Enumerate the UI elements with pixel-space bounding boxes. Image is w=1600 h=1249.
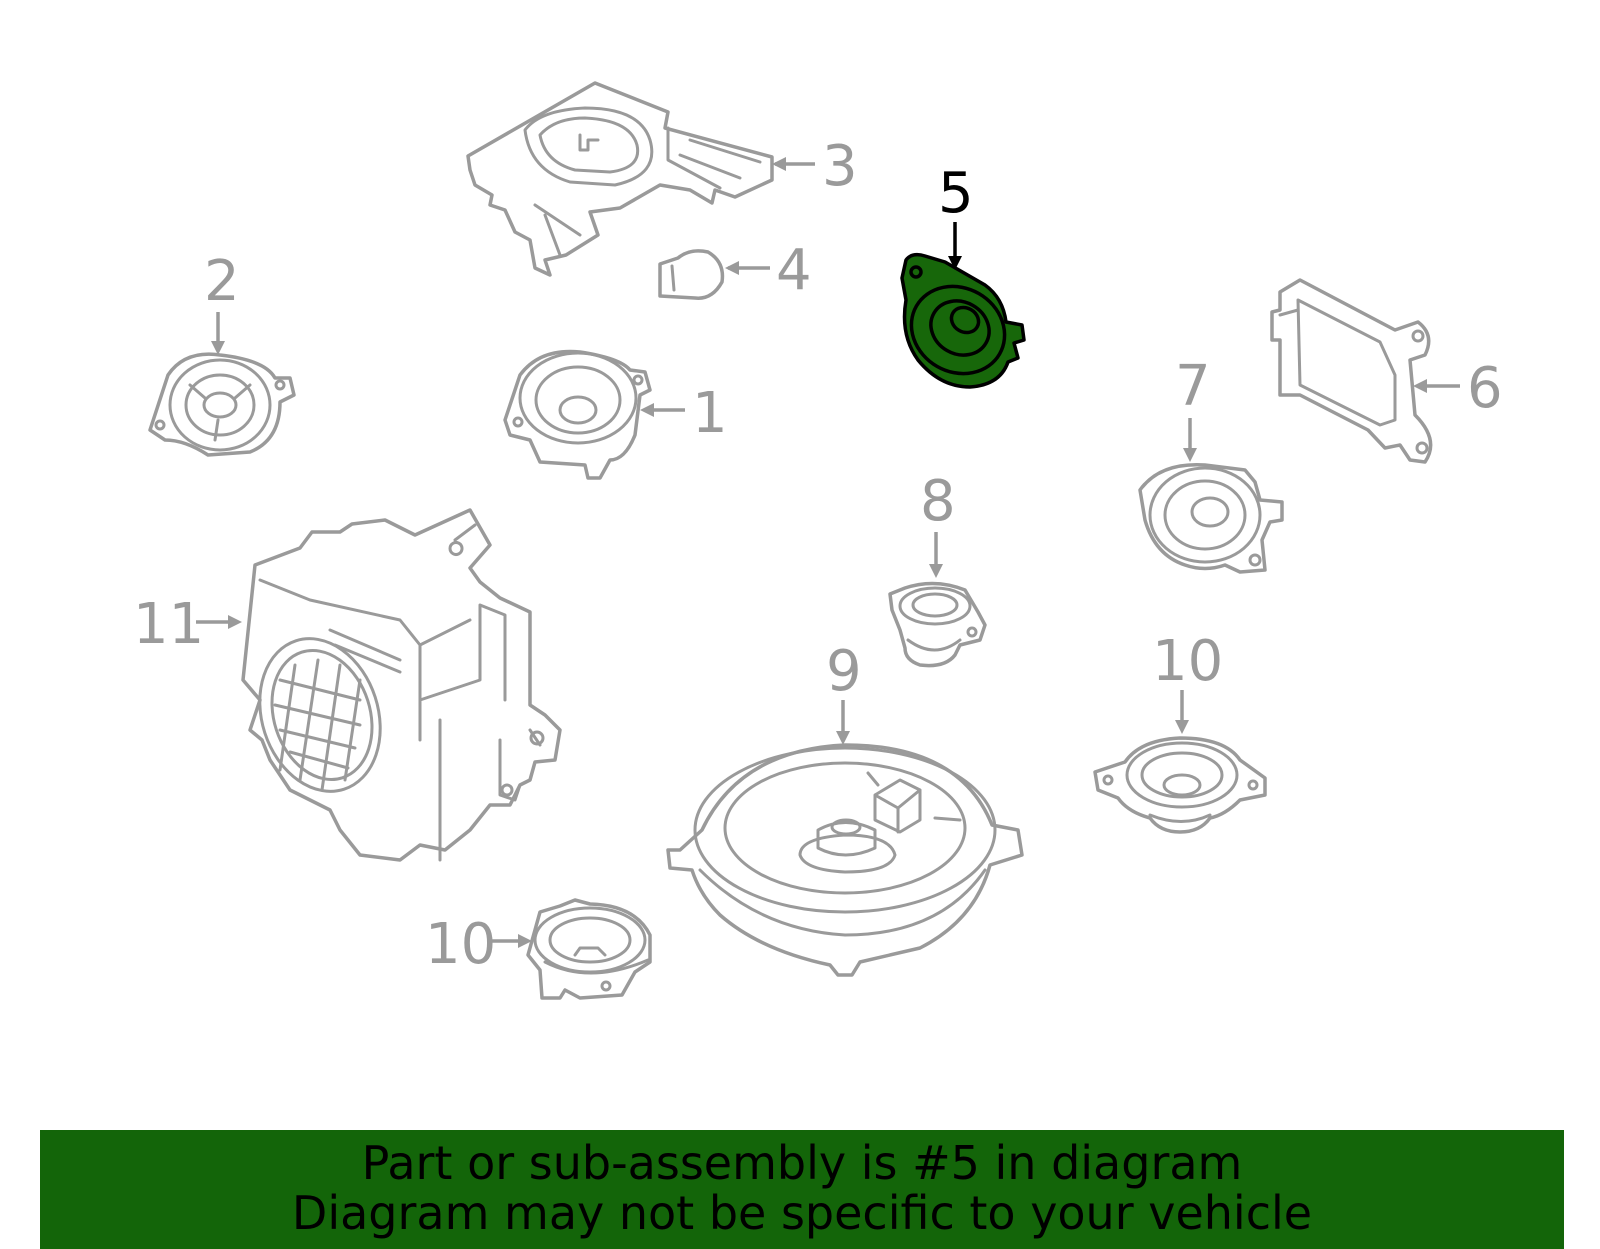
arrowhead-7 — [1183, 448, 1197, 462]
part-6-bracket[interactable] — [1270, 278, 1433, 464]
arrowhead-1 — [640, 403, 654, 417]
part-9-woofer[interactable] — [666, 743, 1024, 977]
arrowhead-11 — [228, 615, 242, 629]
part-5-speaker-highlighted[interactable] — [895, 252, 1026, 391]
callout-3[interactable]: 3 — [822, 134, 858, 199]
callout-2[interactable]: 2 — [204, 249, 240, 314]
callout-6[interactable]: 6 — [1467, 356, 1503, 421]
part-4-clip[interactable] — [658, 249, 725, 300]
info-banner: Part or sub-assembly is #5 in diagram Di… — [40, 1130, 1564, 1249]
callout-8[interactable]: 8 — [920, 469, 956, 534]
arrowhead-2 — [211, 341, 225, 355]
callout-1[interactable]: 1 — [692, 381, 728, 446]
arrowhead-10-right — [1175, 720, 1189, 734]
arrowhead-4 — [725, 261, 739, 275]
arrowhead-9 — [836, 731, 850, 745]
callout-4[interactable]: 4 — [776, 238, 812, 303]
part-10-speaker-right[interactable] — [1093, 736, 1267, 834]
arrowhead-5 — [948, 256, 962, 270]
callout-5[interactable]: 5 — [938, 161, 974, 226]
callout-10-left[interactable]: 10 — [425, 912, 496, 977]
arrowhead-8 — [929, 564, 943, 578]
part-7-speaker[interactable] — [1138, 462, 1284, 574]
callout-7[interactable]: 7 — [1175, 354, 1211, 419]
arrowhead-3 — [772, 157, 786, 171]
part-1-speaker[interactable] — [503, 349, 652, 480]
part-2-speaker[interactable] — [148, 352, 296, 457]
callout-10-right[interactable]: 10 — [1152, 629, 1223, 694]
banner-line-1: Part or sub-assembly is #5 in diagram — [361, 1136, 1243, 1190]
part-3-bracket[interactable] — [466, 81, 774, 277]
callout-11[interactable]: 11 — [133, 592, 204, 657]
arrowhead-6 — [1413, 379, 1427, 393]
part-10-speaker-left[interactable] — [526, 898, 652, 1000]
callout-9[interactable]: 9 — [826, 639, 862, 704]
part-11-enclosure[interactable] — [241, 508, 562, 862]
banner-line-2: Diagram may not be specific to your vehi… — [291, 1186, 1313, 1240]
arrowhead-10-left — [518, 934, 532, 948]
part-8-tweeter[interactable] — [888, 581, 987, 668]
